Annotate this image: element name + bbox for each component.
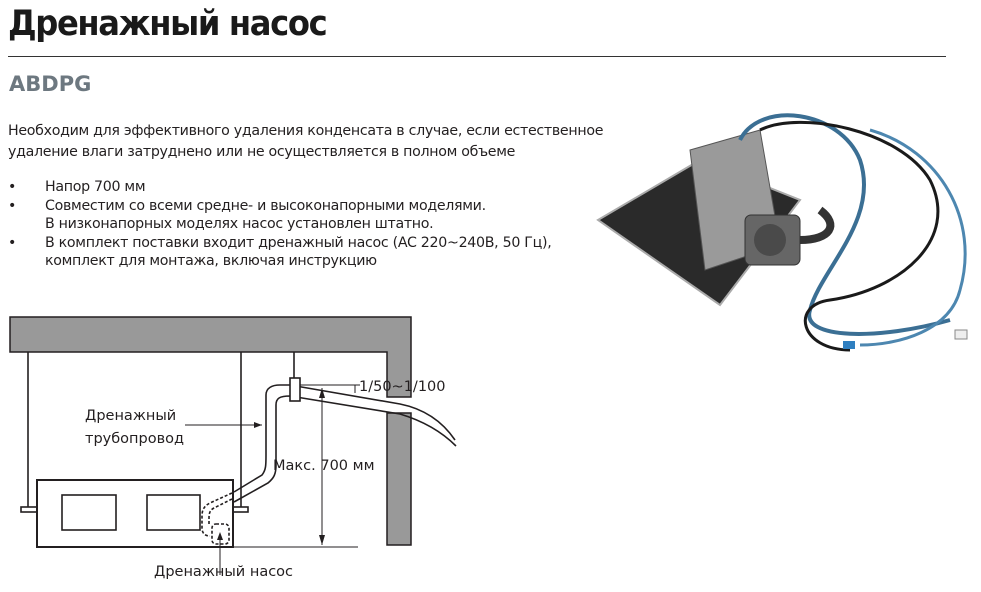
intro-text: Необходим для эффективного удаления конд… <box>8 121 648 163</box>
indoor-unit <box>36 479 234 548</box>
bullet-icon: • <box>8 234 17 251</box>
feature-line: В низконапорных моделях насос установлен… <box>45 216 434 232</box>
internal-pipe <box>208 498 233 526</box>
page-title: Дренажный насос <box>8 4 328 44</box>
bullet-icon: • <box>8 179 17 195</box>
internal-pipe <box>201 492 233 537</box>
unit-panel <box>146 494 201 531</box>
bullet-icon: • <box>8 197 17 214</box>
feature-line: Напор 700 мм <box>45 179 146 195</box>
model-code: ABDPG <box>9 72 92 96</box>
drain-pipe <box>233 384 456 493</box>
max-height-label: Макс. 700 мм <box>273 458 375 474</box>
pump-product-photo <box>596 113 968 352</box>
feature-item: • Напор 700 мм <box>8 178 551 197</box>
ceiling-slab <box>9 316 412 398</box>
pipe-clamp <box>289 377 301 402</box>
intro-line: удаление влаги затруднено или не осущест… <box>8 144 516 160</box>
drain-pipe <box>233 395 457 503</box>
pipe-label: Дренажный <box>85 408 176 424</box>
mount-bracket <box>20 506 38 513</box>
feature-line: комплект для монтажа, включая инструкцию <box>45 253 377 269</box>
feature-line: Совместим со всеми средне- и высоконапор… <box>45 197 486 214</box>
title-divider <box>8 56 946 57</box>
feature-item: • В комплект поставки входит дренажный на… <box>8 234 552 271</box>
pipe-label: трубопровод <box>85 431 184 447</box>
unit-panel <box>61 494 117 531</box>
feature-list: • Напор 700 мм • Совместим со всеми средне… <box>8 178 552 271</box>
pump-label: Дренажный насос <box>154 564 293 580</box>
feature-item: • Совместим со всеми средне- и высоконапо… <box>8 197 551 234</box>
mount-bracket <box>232 506 249 513</box>
slope-label: 1/50~1/100 <box>359 379 446 395</box>
wall <box>386 412 412 546</box>
feature-line: В комплект поставки входит дренажный нас… <box>45 234 552 251</box>
intro-line: Необходим для эффективного удаления конд… <box>8 123 604 139</box>
